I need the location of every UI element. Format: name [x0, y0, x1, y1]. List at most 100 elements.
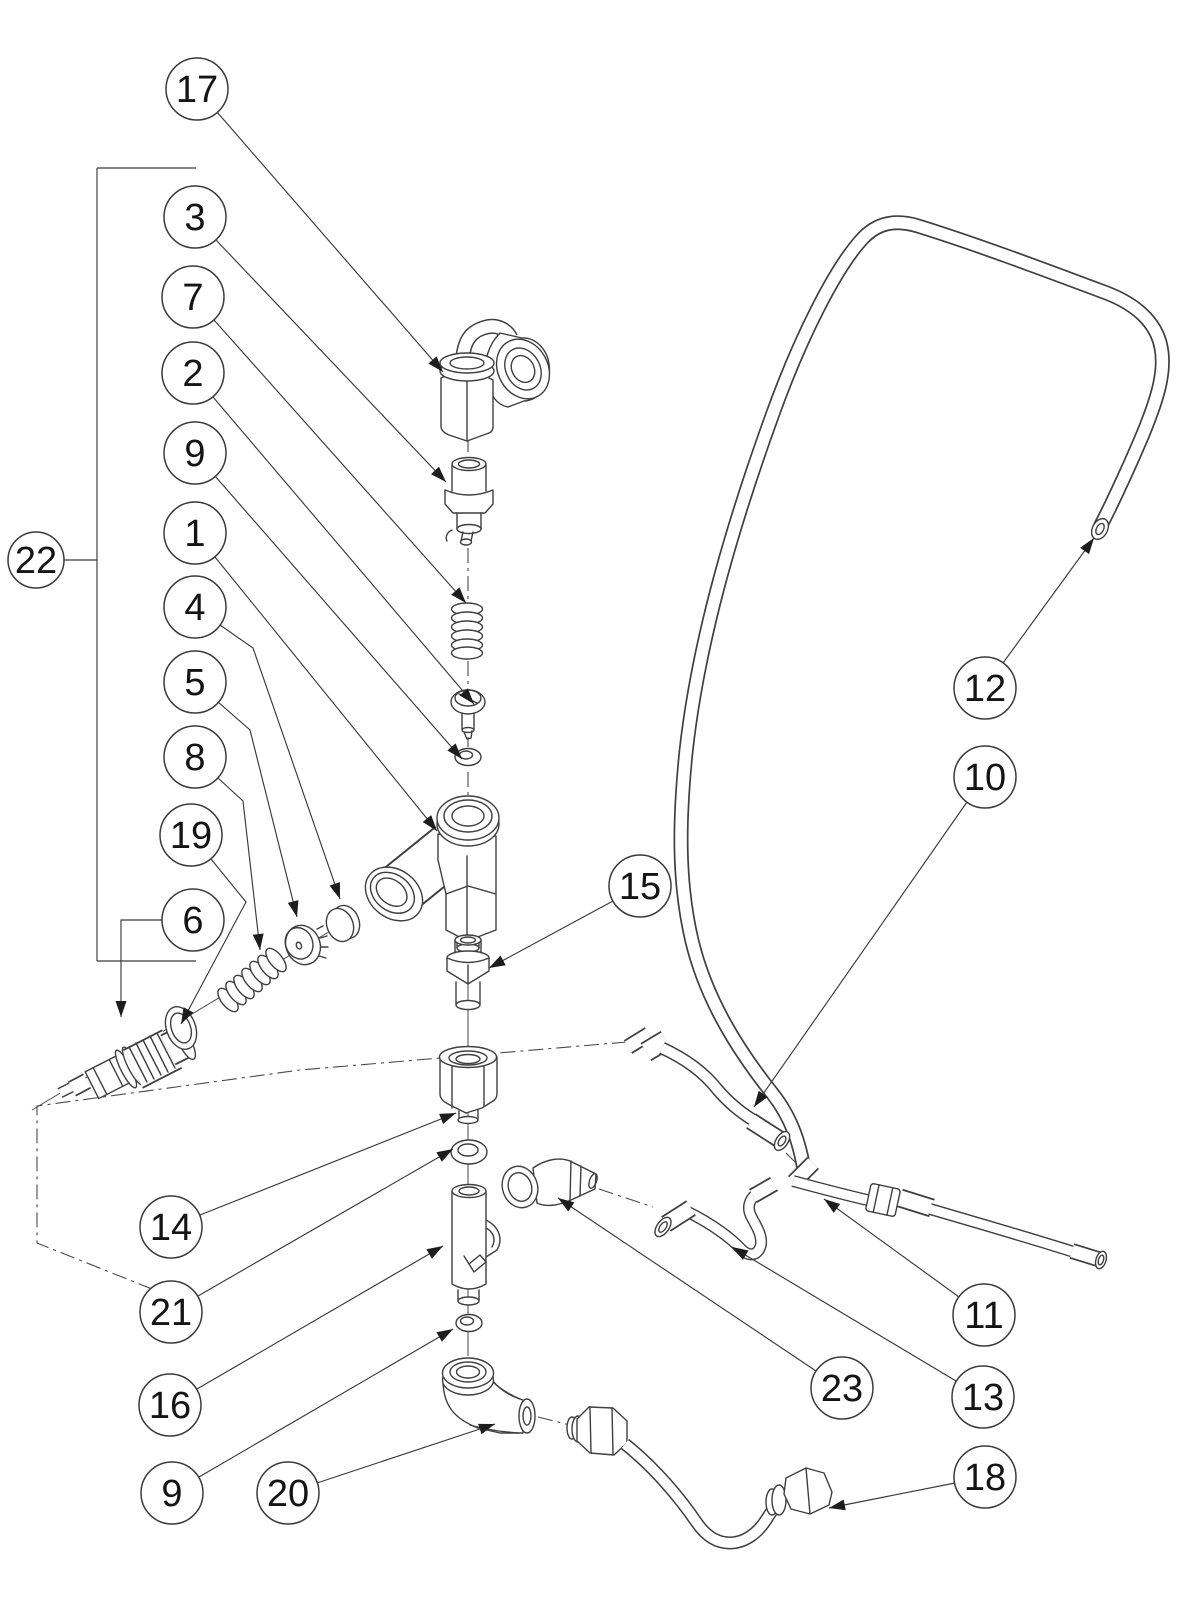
leader-line-3: [215, 239, 447, 483]
washer-21: [450, 1139, 488, 1165]
arrowhead-23: [558, 1198, 575, 1212]
leader-line-4: [219, 624, 341, 900]
callout-11: 11: [952, 1283, 1016, 1347]
callout-label-5: 5: [184, 662, 205, 704]
valve-core-3-segment: [456, 512, 482, 530]
callout-6: 6: [161, 888, 225, 952]
callout-circle-7: [161, 265, 225, 329]
callout-label-18: 18: [964, 1457, 1006, 1499]
spring-7: [450, 602, 484, 660]
adjusting-cap-5-segment: [316, 925, 329, 959]
arrowhead-12: [1080, 538, 1094, 555]
hose-10-segment: [641, 1032, 671, 1060]
callout-circle-8: [163, 725, 227, 789]
callout-circle-21: [139, 1280, 203, 1344]
callout-label-2: 2: [182, 353, 203, 395]
callout-label-20: 20: [267, 1473, 309, 1515]
spring-8: [217, 947, 287, 1013]
hose-10-segment: [624, 1028, 653, 1053]
valve-body-1-segment: [436, 795, 500, 841]
callout-circle-16: [138, 1373, 202, 1437]
leader-line-10: [753, 801, 968, 1108]
leader-line-21: [197, 1148, 454, 1297]
washer-19: [164, 1006, 198, 1050]
valve-body-1-segment: [445, 855, 497, 942]
callout-13: 13: [951, 1365, 1015, 1429]
valve-sleeve-16-segment: [451, 1183, 487, 1199]
hose-10-open-end-segment: [777, 1135, 787, 1147]
callout-label-23: 23: [821, 1368, 863, 1410]
callout-circle-9: [163, 421, 227, 485]
valve-sleeve-16-segment: [463, 1255, 470, 1265]
callout-21: 21: [139, 1280, 203, 1344]
callout-1: 1: [163, 501, 227, 565]
barb-elbow-23-segment: [588, 1173, 598, 1189]
arrowhead-13: [732, 1247, 749, 1260]
tube-11-nut-segment: [872, 1184, 894, 1216]
tube-11-open-end: [1094, 1250, 1108, 1270]
callout-14: 14: [139, 1195, 203, 1259]
callout-16: 16: [138, 1373, 202, 1437]
adjusting-cap-5-segment-segment: [284, 924, 322, 966]
callout-9: 9: [163, 421, 227, 485]
callout-circle-10: [953, 745, 1017, 809]
piston-disc-4-segment: [325, 907, 355, 943]
valve-core-3-segment: [457, 459, 481, 469]
arrowhead-5: [287, 900, 299, 917]
callout-label-19: 19: [170, 815, 212, 857]
callout-circle-18: [953, 1445, 1017, 1509]
valve-sleeve-16-segment: [458, 1186, 480, 1196]
callout-7: 7: [161, 265, 225, 329]
callout-circle-9: [140, 1461, 204, 1525]
callout-circle-23: [810, 1356, 874, 1420]
centerline-barb23-hose13: [598, 1188, 654, 1208]
valve-core-3-segment: [459, 538, 473, 546]
callout-label-11: 11: [964, 1295, 1003, 1337]
bottom-hose-assembly: [566, 1406, 833, 1550]
washer-19-segment: [164, 1006, 198, 1050]
elbow-fitting-17: [439, 318, 551, 442]
adapter-fitting-15-segment: [454, 934, 482, 946]
washer-19-segment: [169, 1012, 193, 1044]
callout-circle-20: [256, 1461, 320, 1525]
plug-6-segment: [68, 1075, 91, 1095]
tube-nut-14-segment: [451, 1061, 485, 1109]
elbow-fitting-17-segment: [449, 356, 485, 370]
leader-line-6: [120, 919, 162, 1017]
callout-2: 2: [161, 341, 225, 405]
valve-core-3-segment: [460, 531, 474, 542]
valve-sleeve-16-segment: [485, 1227, 495, 1248]
leader-line-5: [217, 701, 298, 918]
flare-nut-18-segment: [805, 1467, 811, 1515]
poppet-2-segment: [461, 712, 475, 730]
callout-label-15: 15: [619, 866, 661, 908]
arrowhead-20: [478, 1423, 495, 1435]
swivel-nut-segment-segment: [510, 354, 536, 384]
barb-elbow-ring-face: [501, 1165, 539, 1209]
arrowhead-7: [451, 587, 466, 603]
arrowhead-17: [428, 356, 443, 372]
callout-circle-3: [163, 185, 227, 249]
leader-line-1: [214, 556, 438, 832]
tube-11-nut-segment: [865, 1183, 901, 1217]
washer-9-lower-segment: [459, 1316, 475, 1326]
valve-sleeve-16-segment: [485, 1219, 501, 1258]
valve-core-3-segment: [445, 529, 453, 542]
adjusting-cap-5-segment: [284, 924, 322, 966]
callout-circle-15: [608, 854, 672, 918]
hose-loop-12-segment: [673, 215, 1170, 1172]
arrowhead-15: [489, 955, 506, 968]
tube-nut-14-segment: [457, 1115, 479, 1125]
barb-elbow-23: [501, 1158, 598, 1209]
callout-label-8: 8: [184, 737, 205, 779]
flare-nut-left-segment: [576, 1406, 628, 1456]
adapter-fitting-15-segment: [459, 936, 477, 944]
spring-7-segment: [450, 646, 484, 660]
callout-20: 20: [256, 1461, 320, 1525]
hose-loop-open-end-segment: [1090, 517, 1110, 541]
callout-circle-6: [161, 888, 225, 952]
tube-assembly-11: [787, 1156, 1108, 1270]
hose-13: [654, 1177, 778, 1261]
callout-circle-4: [163, 575, 227, 639]
